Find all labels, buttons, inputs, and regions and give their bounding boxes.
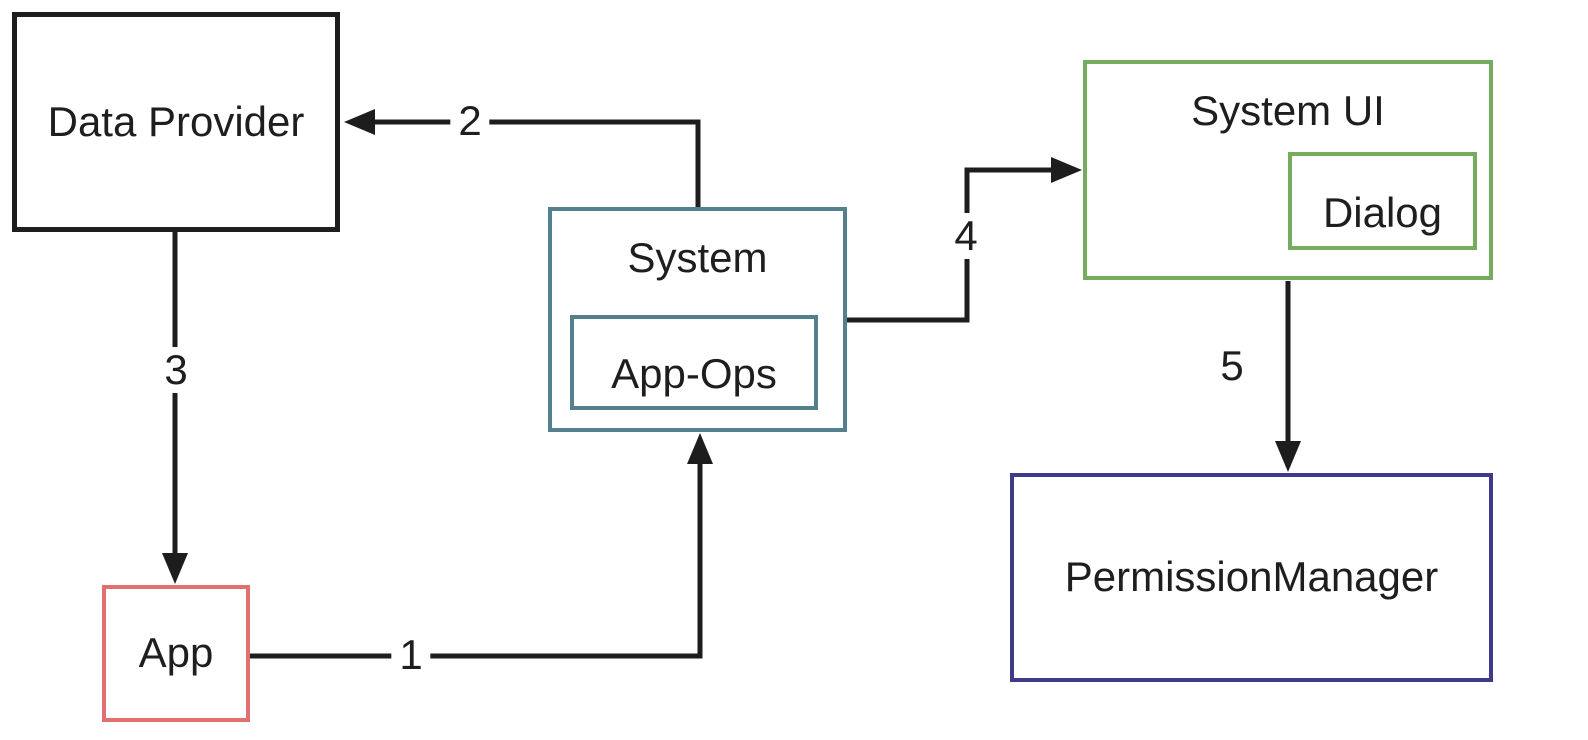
edge-1-line: [250, 458, 703, 659]
node-app-label: App: [138, 629, 214, 677]
node-permission-manager: PermissionManager: [1010, 473, 1493, 682]
edge-5-label: 5: [1212, 343, 1252, 389]
edge-2-arrowhead-left-icon: [344, 109, 375, 135]
edge-5-arrowhead-down-icon: [1275, 441, 1301, 472]
edge-4-arrowhead-right-icon: [1051, 157, 1082, 183]
edge-3-arrowhead-down-icon: [162, 553, 188, 584]
node-app-ops: App-Ops: [570, 315, 818, 410]
node-app: App: [102, 585, 250, 722]
node-dialog-label: Dialog: [1322, 188, 1443, 236]
edge-2-label: 2: [450, 98, 490, 144]
node-dialog: Dialog: [1288, 152, 1477, 250]
node-permission-manager-label: PermissionManager: [1064, 553, 1439, 601]
edge-3-label: 3: [156, 347, 196, 393]
node-app-ops-label: App-Ops: [611, 350, 777, 398]
node-system-ui: System UI Dialog: [1083, 60, 1493, 280]
edge-2-line: [370, 119, 701, 207]
node-data-provider-label: Data Provider: [47, 97, 305, 145]
edge-1-arrowhead-up-icon: [687, 433, 713, 464]
node-system: System App-Ops: [548, 207, 847, 432]
edge-1-label: 1: [391, 632, 431, 678]
node-data-provider: Data Provider: [12, 12, 340, 232]
edge-4-label: 4: [946, 213, 986, 259]
node-system-label: System: [627, 234, 768, 281]
node-system-ui-label: System UI: [1191, 87, 1385, 134]
